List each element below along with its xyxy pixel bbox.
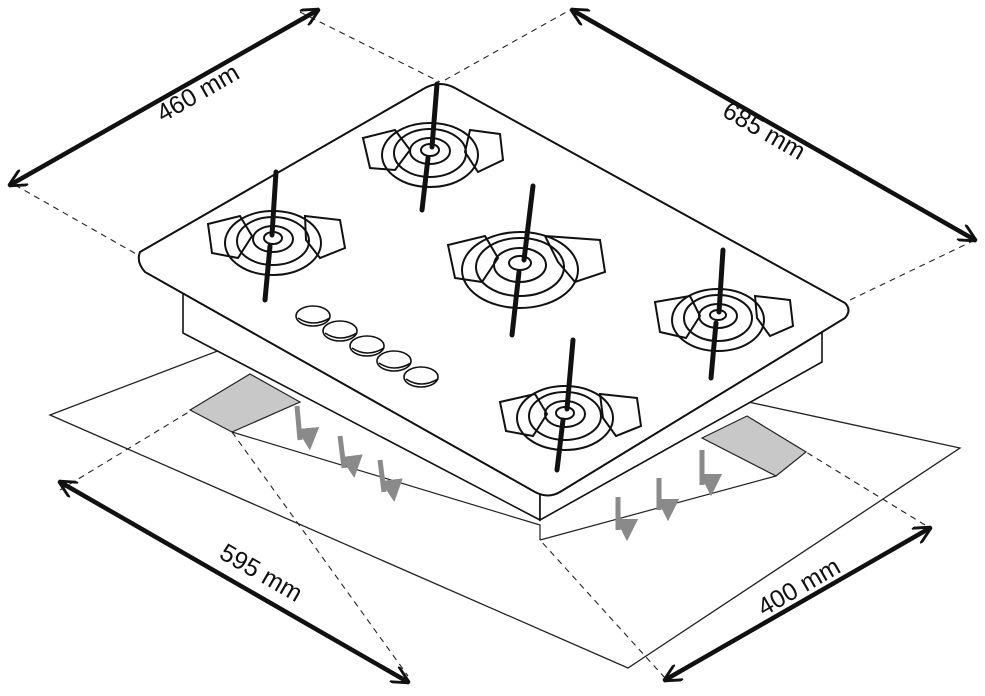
burner-front	[498, 337, 643, 473]
double-headed-arrow-icon	[665, 528, 930, 680]
burner-right	[653, 247, 795, 381]
ventilation-opening-left	[188, 373, 302, 433]
down-arrow-icon	[337, 435, 363, 479]
control-knob	[376, 350, 412, 372]
control-knobs	[295, 305, 439, 388]
control-knob	[349, 335, 385, 357]
down-arrow-icon	[377, 459, 403, 503]
ventilation-opening-right	[700, 415, 808, 477]
down-arrow-icon	[294, 405, 320, 451]
hob-width-label: 685 mm	[718, 96, 810, 165]
control-knob	[403, 366, 439, 388]
control-knob	[322, 320, 358, 342]
counter-cutout	[48, 309, 962, 669]
double-headed-arrow-icon	[572, 10, 975, 240]
hob-depth-label: 460 mm	[152, 58, 244, 127]
burner-back	[361, 81, 505, 213]
extension-lines	[14, 9, 976, 679]
burner-center	[446, 183, 607, 338]
dimension-arrows	[10, 10, 975, 682]
double-headed-arrow-icon	[10, 10, 318, 185]
control-knob	[295, 305, 331, 327]
cutout-inner-edge	[231, 431, 541, 540]
double-headed-arrow-icon	[60, 482, 408, 682]
